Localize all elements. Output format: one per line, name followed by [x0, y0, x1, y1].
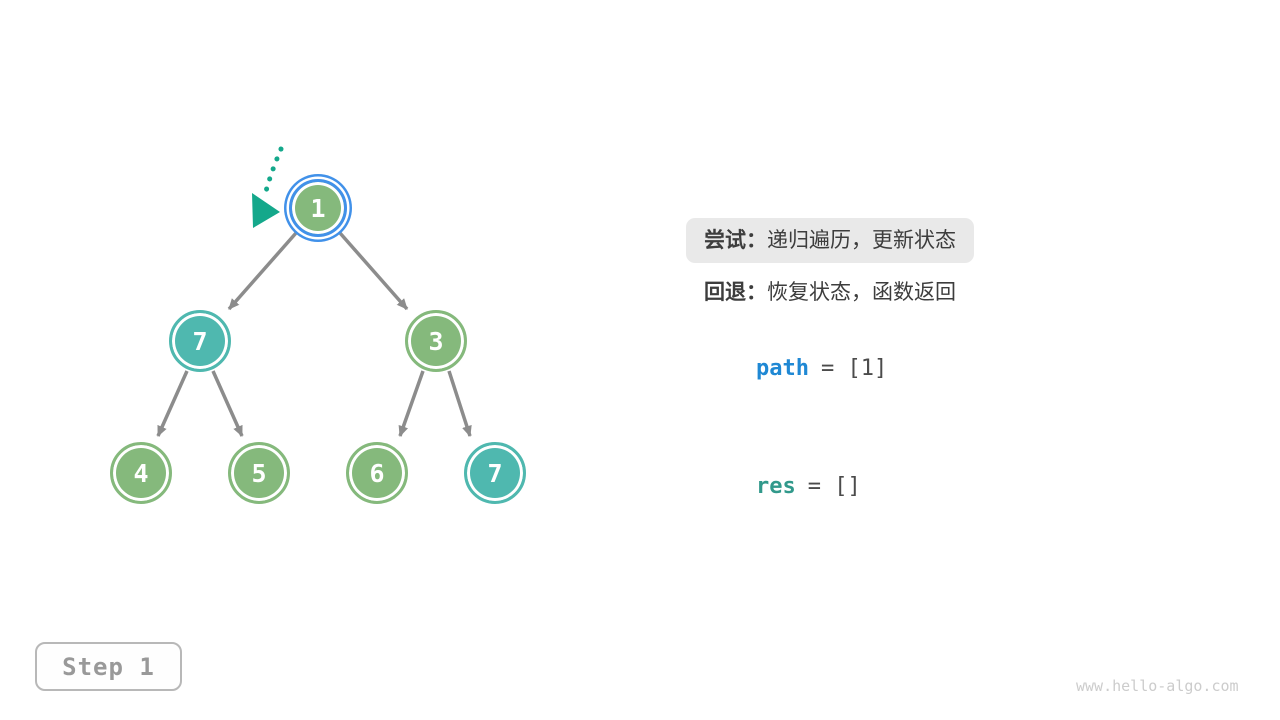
path-variable-name: path	[755, 356, 809, 381]
backtrack-text: 恢复状态，函数返回	[767, 281, 956, 304]
edge-3-7	[447, 370, 472, 437]
edge-3-6	[398, 370, 425, 437]
res-variable-value: = []	[807, 474, 861, 499]
edge-1-7	[227, 231, 298, 311]
tree-node-3: 3	[405, 310, 467, 372]
tree-node-5: 5	[228, 442, 290, 504]
edge-7-5	[211, 370, 244, 437]
try-text: 递归遍历，更新状态	[767, 229, 956, 252]
current-pointer-arrow	[252, 146, 284, 228]
res-variable-line: res = []	[703, 449, 861, 524]
tree-node-7-left: 7	[169, 310, 231, 372]
res-variable-name: res	[755, 474, 796, 499]
tree-node-7-right: 7	[464, 442, 526, 504]
try-callout: 尝试：递归遍历，更新状态	[686, 218, 974, 263]
edge-1-3	[338, 231, 409, 311]
path-variable-line: path = [1]	[703, 331, 887, 406]
tree-node-6: 6	[346, 442, 408, 504]
backtrack-label: 回退：	[704, 281, 767, 304]
backtrack-line: 回退：恢复状态，函数返回	[704, 280, 956, 306]
step-badge: Step 1	[35, 642, 182, 691]
tree-node-4: 4	[110, 442, 172, 504]
tree-node-1: 1	[289, 179, 347, 237]
watermark: www.hello-algo.com	[1076, 677, 1239, 695]
try-label: 尝试：	[704, 229, 767, 252]
edge-7-4	[156, 370, 189, 437]
path-variable-value: = [1]	[820, 356, 888, 381]
